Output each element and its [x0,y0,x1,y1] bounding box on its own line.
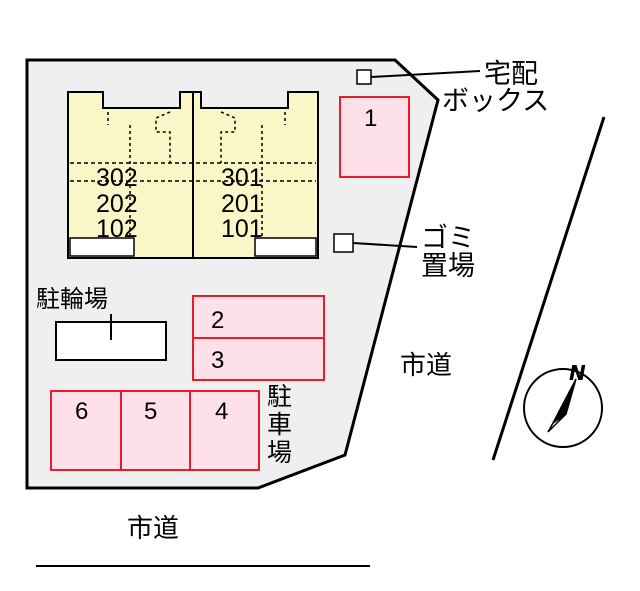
unit-number: 101 [221,215,263,243]
parking-space [192,337,325,381]
parking-number: 2 [211,307,224,334]
east-road-label: 市道 [400,351,452,381]
delivery-box-label: 宅配 [484,59,538,90]
interior-dash-path [107,112,131,240]
parking-space [339,96,410,178]
compass-north-label: N [569,361,586,385]
south-road-label: 市道 [127,514,179,544]
balcony [254,237,317,257]
interior-dash-path [261,112,286,240]
east-road-line [491,116,606,461]
delivery-box-label: ボックス [442,86,549,117]
parking-number: 6 [75,398,88,425]
unit-number: 301 [221,164,263,192]
bicycle-parking-label: 駐輪場 [36,285,108,313]
parking-label: 車 [267,410,292,439]
delivery-box-leader-line [370,70,481,78]
garbage-label: ゴミ [421,223,475,254]
unit-number: 302 [96,164,138,192]
parking-space [189,390,260,471]
parking-number: 1 [364,105,377,132]
parking-space [50,390,122,471]
garbage-label: 置場 [421,251,475,282]
garbage-area [333,233,354,253]
unit-number: 201 [221,190,263,218]
balcony [69,237,135,257]
compass-icon: N [523,361,603,448]
garbage-leader-line [352,242,418,248]
parking-label: 駐 [267,382,292,411]
delivery-box [356,69,372,85]
parking-number: 3 [211,347,224,374]
unit-number: 102 [96,215,138,243]
parking-label: 場 [267,438,292,467]
apartment-building: 302 202 102 301 201 101 [67,91,319,259]
parking-number: 5 [144,398,157,425]
parking-number: 4 [215,398,228,425]
unit-number: 202 [96,190,138,218]
